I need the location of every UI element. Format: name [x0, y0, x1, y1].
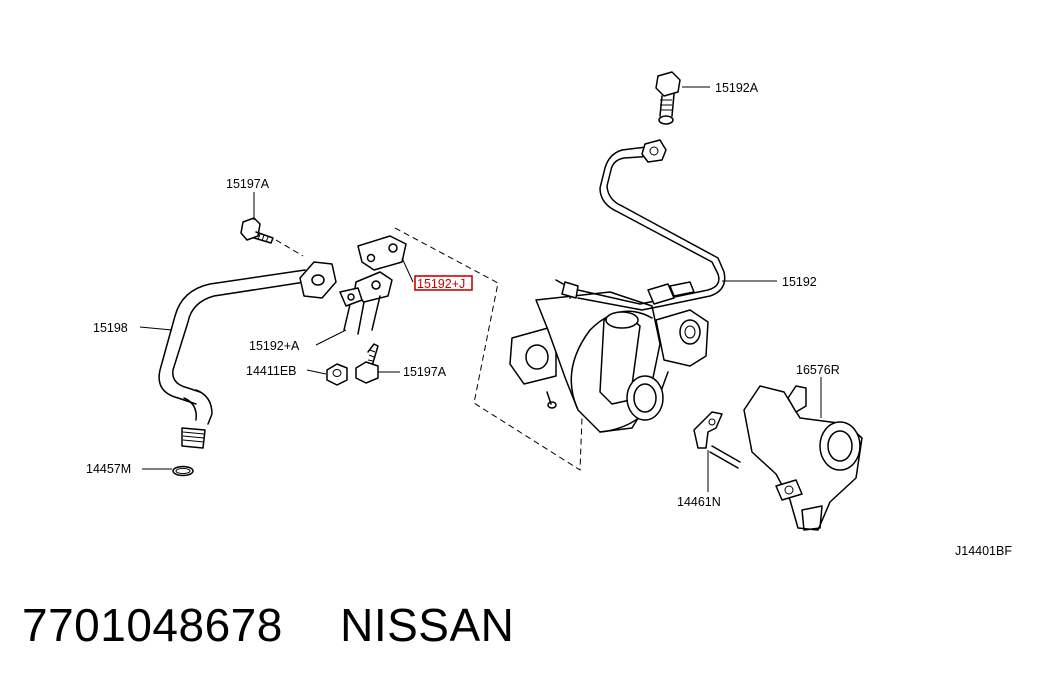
label-14457M[interactable]: 14457M	[86, 462, 131, 476]
dashed-assembly-outline	[275, 227, 587, 471]
return-hose[interactable]	[158, 261, 337, 449]
leader-lines	[139, 86, 822, 492]
banjo-bolt[interactable]	[655, 71, 681, 125]
label-15192-plus-J-highlighted[interactable]: 15192+J	[417, 277, 465, 291]
diagram-code: J14401BF	[955, 544, 1012, 558]
label-15197A-upper[interactable]: 15197A	[226, 177, 270, 191]
turbocharger[interactable]	[509, 279, 709, 433]
label-15192[interactable]: 15192	[782, 275, 817, 289]
parts-diagram: 15192A 15192 16576R 14461N 15197A 15198 …	[86, 71, 1012, 558]
label-14461N[interactable]: 14461N	[677, 495, 721, 509]
label-15192-plus-A[interactable]: 15192+A	[249, 339, 300, 353]
highlight-box	[414, 275, 473, 291]
label-15198[interactable]: 15198	[93, 321, 128, 335]
clamp-bracket[interactable]	[693, 411, 741, 469]
upper-bolt[interactable]	[240, 217, 274, 244]
brand-name: NISSAN	[340, 599, 515, 651]
part-labels: 15192A 15192 16576R 14461N 15197A 15198 …	[86, 81, 1012, 558]
flange-bracket[interactable]	[339, 235, 407, 335]
label-15197A-lower[interactable]: 15197A	[403, 365, 447, 379]
nut[interactable]	[326, 363, 348, 386]
label-15192A-top[interactable]: 15192A	[715, 81, 759, 95]
label-14411EB[interactable]: 14411EB	[246, 364, 297, 378]
o-ring[interactable]	[172, 465, 194, 477]
lower-bolt[interactable]	[355, 343, 379, 384]
label-16576R[interactable]: 16576R	[796, 363, 840, 377]
footer-caption: 7701048678 NISSAN	[22, 598, 514, 658]
part-number: 7701048678	[22, 599, 283, 651]
oil-feed-tube[interactable]	[577, 139, 726, 311]
cooling-outlet[interactable]	[743, 385, 863, 531]
